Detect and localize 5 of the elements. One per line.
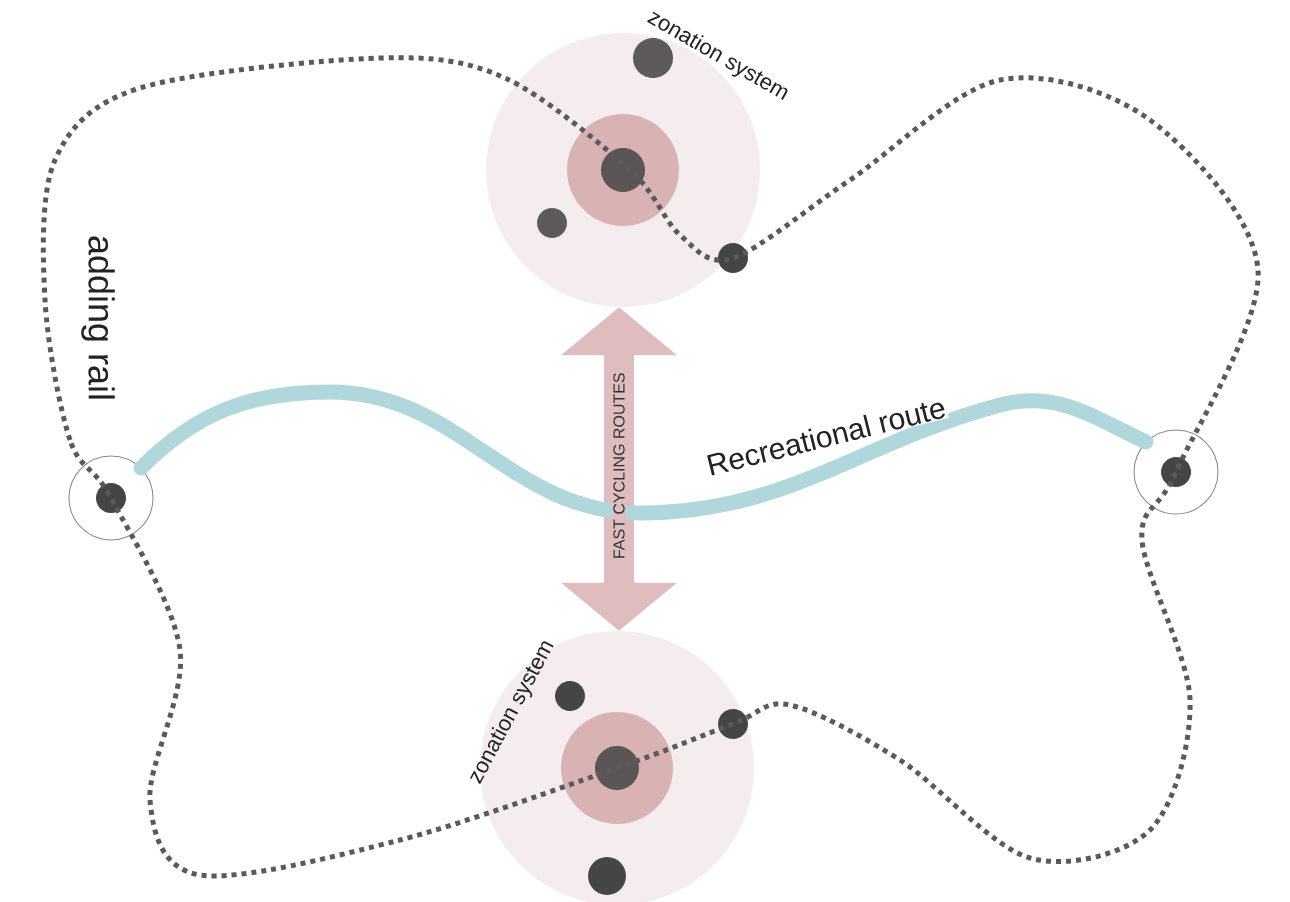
rail-label: adding rail <box>81 236 115 399</box>
station-ring <box>1133 429 1219 515</box>
station-ring <box>68 455 154 541</box>
route-line <box>133 384 1154 521</box>
edge-label: FAST CYCLING ROUTES <box>612 371 626 561</box>
